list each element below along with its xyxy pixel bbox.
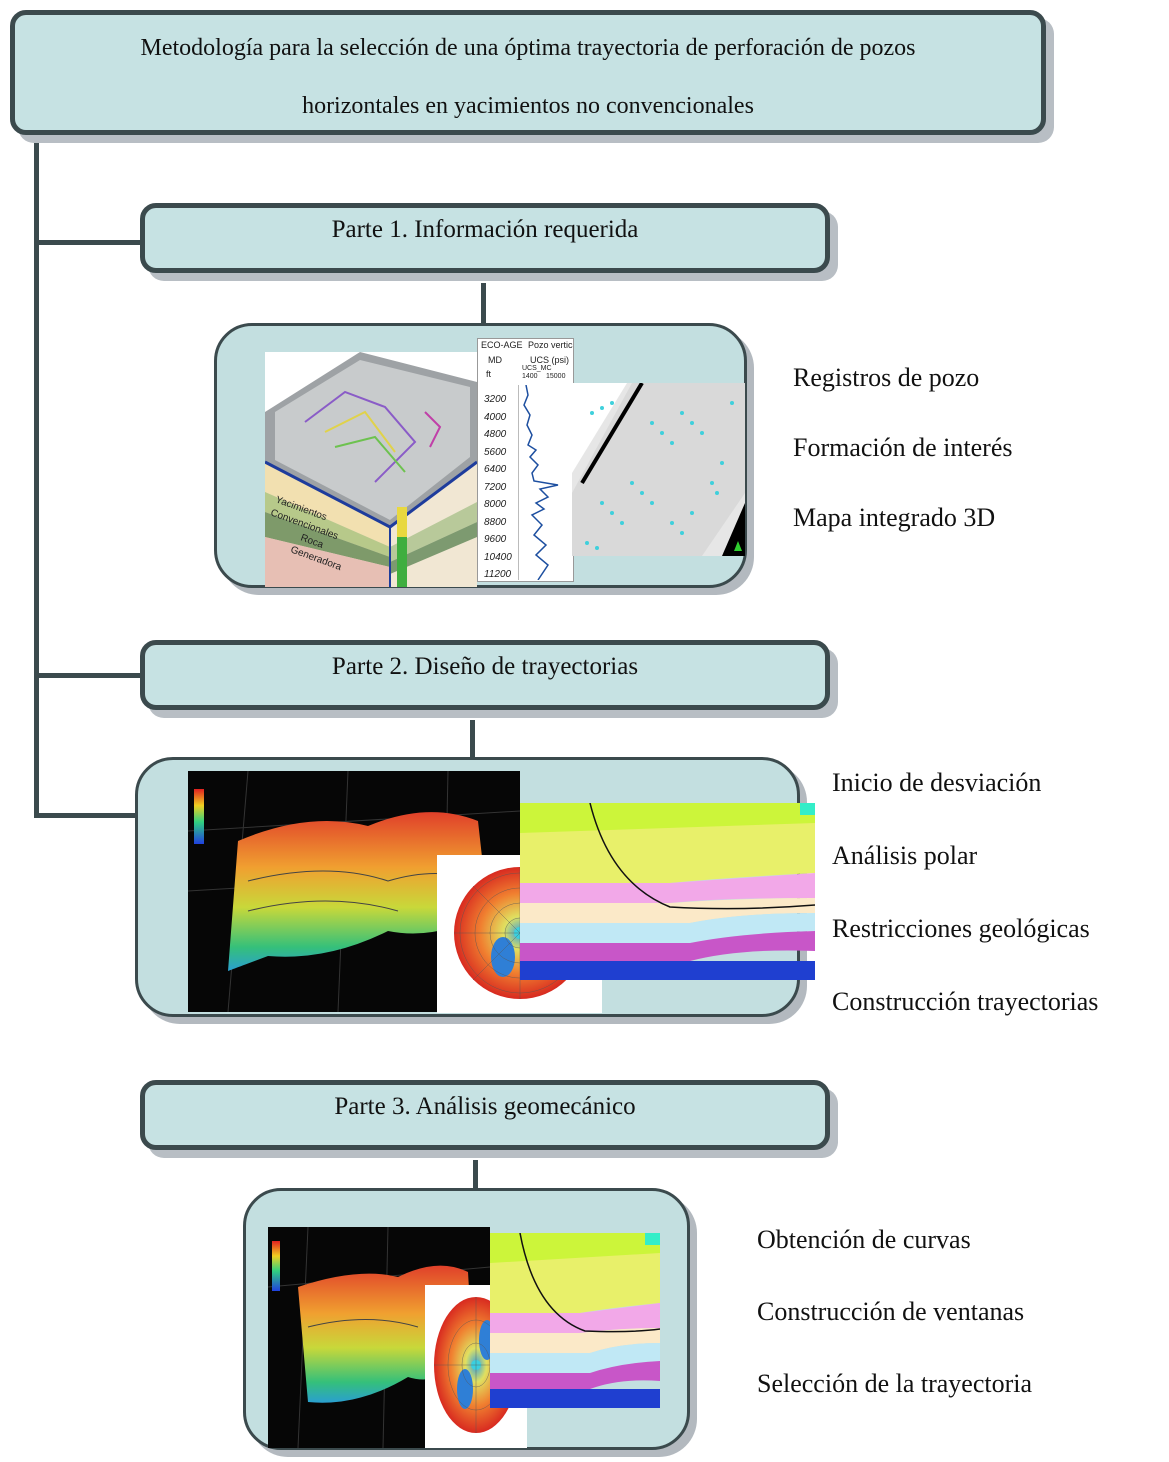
cross-section-image-2 xyxy=(490,1233,660,1408)
log-depth-label: 7200 xyxy=(484,481,507,493)
log-scale-right: 15000 xyxy=(546,373,566,380)
trunk-line xyxy=(34,135,39,818)
log-depth-label: 6400 xyxy=(484,464,507,475)
log-depth-label: 4800 xyxy=(484,429,507,440)
part3-box: Parte 3. Análisis geomecánico xyxy=(140,1080,830,1150)
part3-item-1: Obtención de curvas xyxy=(757,1225,971,1254)
log-depth-label: 8800 xyxy=(484,516,507,528)
title-line-1: Metodología para la selección de una ópt… xyxy=(140,35,916,61)
part3-connector xyxy=(473,1160,478,1192)
part1-connector xyxy=(481,283,486,326)
well-log-image: ECO-AGE Pozo vertical MD UCS (psi) ft UC… xyxy=(477,338,574,582)
log-depth-label: 3200 xyxy=(484,394,507,405)
part2-item-2: Análisis polar xyxy=(832,841,978,870)
part2-box: Parte 2. Diseño de trayectorias xyxy=(140,640,830,710)
branch-line-part3 xyxy=(34,813,144,818)
part1-item-2: Formación de interés xyxy=(793,433,1013,462)
part3-item-3: Selección de la trayectoria xyxy=(757,1369,1033,1398)
log-header-left: ECO-AGE xyxy=(481,340,523,350)
title-line-2: horizontales en yacimientos no convencio… xyxy=(302,93,754,119)
part2-label: Parte 2. Diseño de trayectorias xyxy=(331,653,639,680)
main-title-box: Metodología para la selección de una ópt… xyxy=(10,10,1046,135)
part2-item-1: Inicio de desviación xyxy=(832,768,1042,797)
block-diagram-image: Yacimientos Convencionales Roca Generado… xyxy=(265,352,477,587)
log-scale-left: 1400 xyxy=(522,373,538,380)
log-track2-label: UCS (psi) xyxy=(530,355,570,365)
part3-item-2: Construcción de ventanas xyxy=(757,1297,1025,1326)
part1-label: Parte 1. Información requerida xyxy=(331,216,639,243)
part2-item-3: Restricciones geológicas xyxy=(832,914,1090,943)
log-curve-name: UCS_MC xyxy=(522,365,552,372)
log-depth-label: 4000 xyxy=(484,411,507,423)
branch-line-part2 xyxy=(34,673,144,678)
log-track1-label: MD xyxy=(488,355,502,365)
well-map-image xyxy=(572,383,745,556)
part1-item-1: Registros de pozo xyxy=(793,363,980,392)
part1-item-3: Mapa integrado 3D xyxy=(793,503,996,532)
part1-box: Parte 1. Información requerida xyxy=(140,203,830,273)
log-depth-label: 5600 xyxy=(484,446,507,458)
log-depth-label: 11200 xyxy=(484,569,512,580)
part2-item-4: Construcción trayectorias xyxy=(832,987,1099,1016)
part3-label: Parte 3. Análisis geomecánico xyxy=(334,1093,636,1120)
branch-line-part1 xyxy=(34,240,144,245)
log-depth-label: 9600 xyxy=(484,534,507,545)
log-depth-label: 8000 xyxy=(484,499,507,510)
log-header-right: Pozo vertical xyxy=(528,340,573,350)
cross-section-image xyxy=(520,803,815,980)
log-depth-label: 10400 xyxy=(484,551,512,563)
part2-connector xyxy=(470,720,475,760)
ucs-curve xyxy=(523,385,559,580)
log-track1-unit: ft xyxy=(486,369,492,379)
